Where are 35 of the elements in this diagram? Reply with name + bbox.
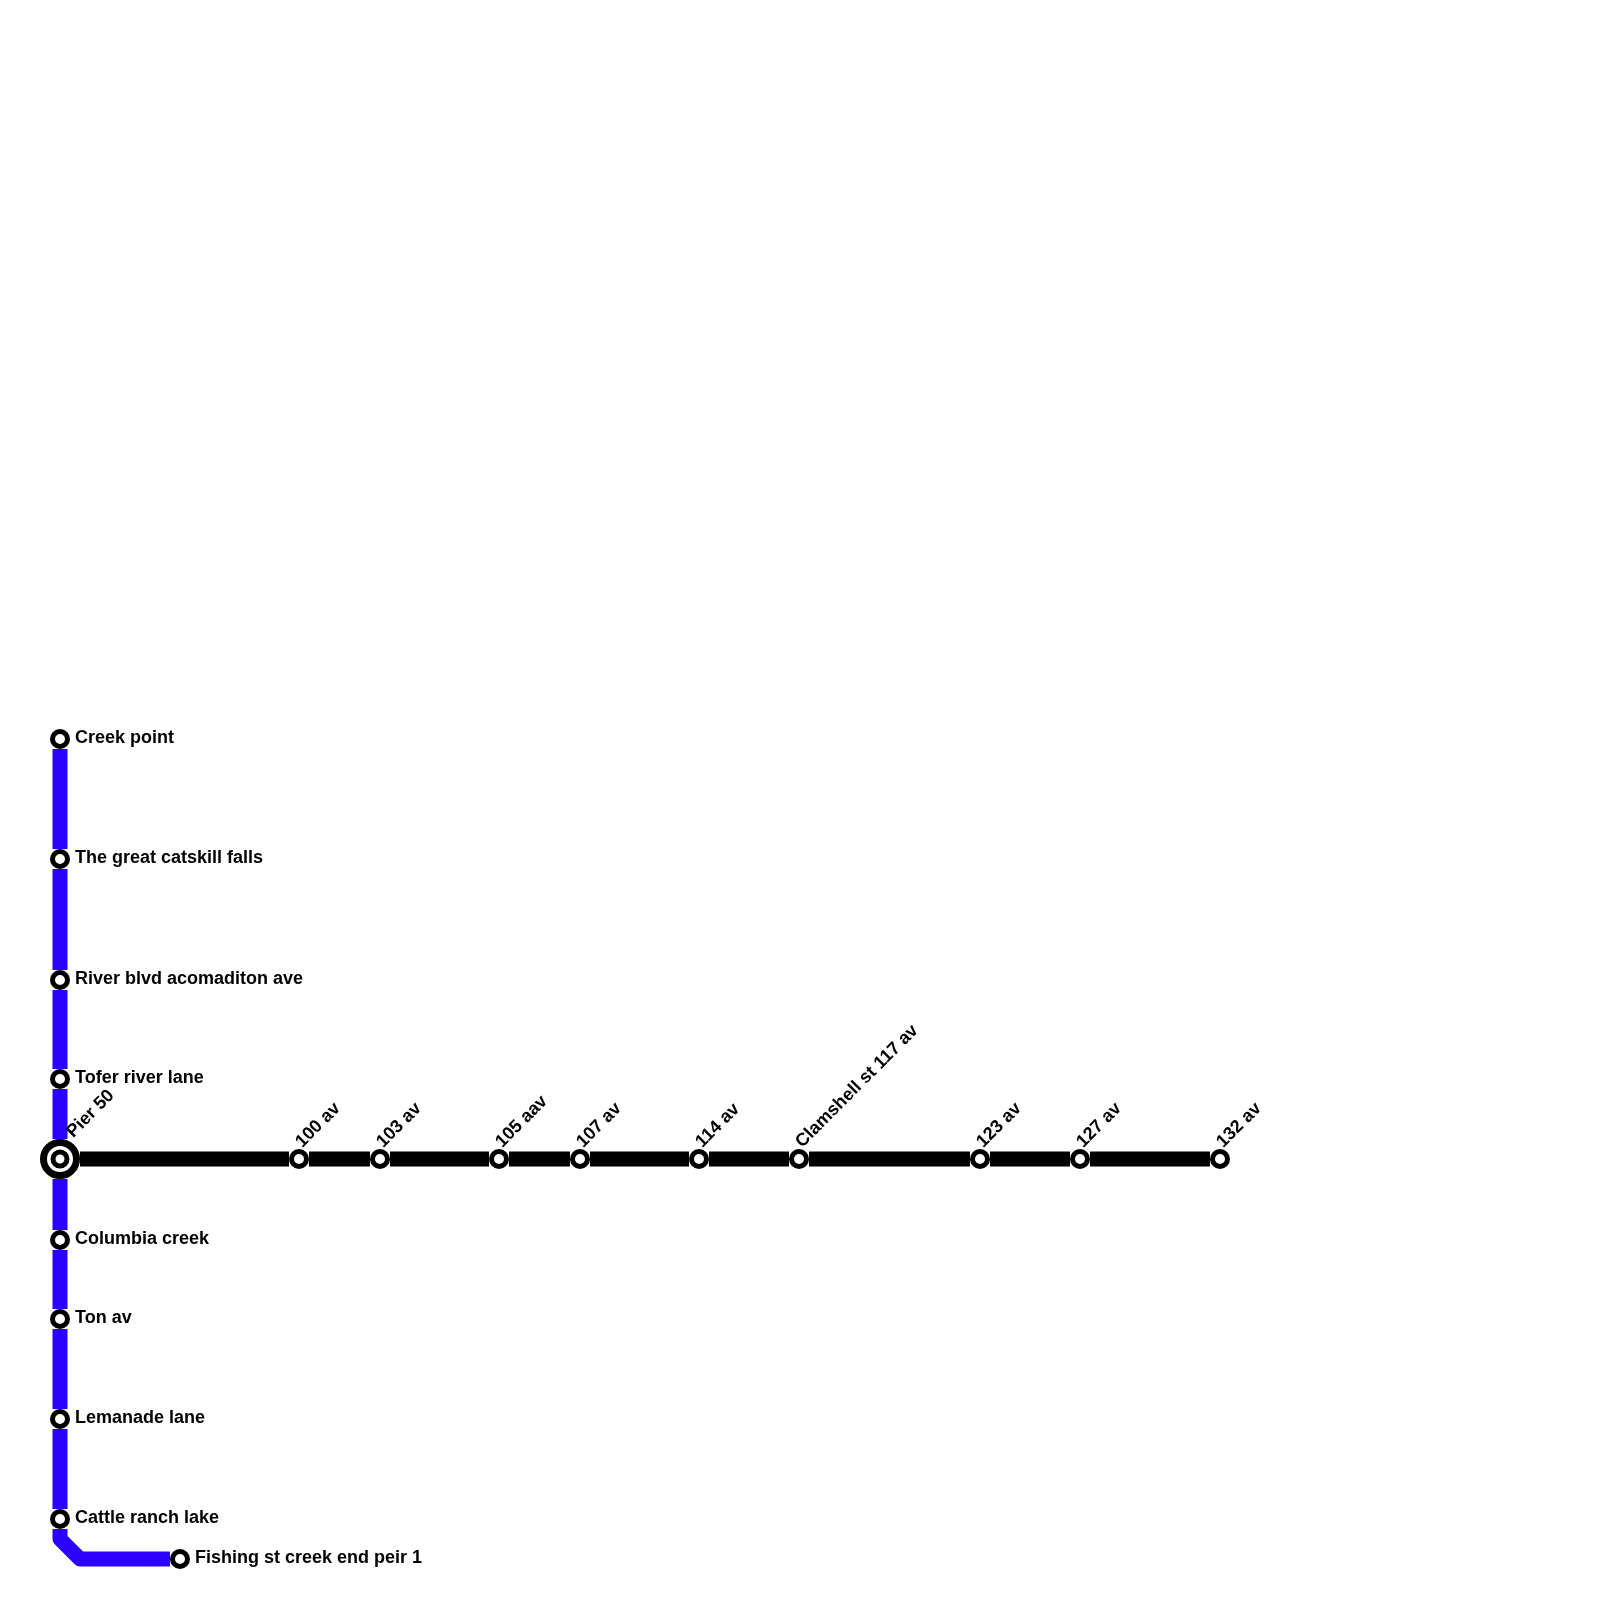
route-line xyxy=(52,1429,68,1509)
route-line xyxy=(52,1089,68,1139)
route-line xyxy=(80,1151,289,1167)
station-name: Tofer river lane xyxy=(75,1067,204,1087)
station-name: The great catskill falls xyxy=(75,847,264,867)
route-line xyxy=(52,749,68,849)
station-name: 103 av xyxy=(371,1097,425,1151)
station-name: 127 av xyxy=(1071,1097,1125,1151)
route-line xyxy=(309,1151,370,1167)
station-name: 132 av xyxy=(1211,1097,1265,1151)
route-line xyxy=(709,1151,789,1167)
route-line xyxy=(52,990,68,1069)
route-line xyxy=(52,1179,68,1230)
station-name: 107 av xyxy=(571,1097,625,1151)
route-line xyxy=(390,1151,489,1167)
station-name: 123 av xyxy=(971,1097,1025,1151)
station-name: Fishing st creek end peir 1 xyxy=(195,1547,423,1567)
route-line xyxy=(809,1151,970,1167)
route-line xyxy=(1090,1151,1210,1167)
station-name: Creek point xyxy=(75,727,175,747)
route-line xyxy=(52,1250,68,1309)
station-name: Columbia creek xyxy=(75,1228,210,1248)
station-name: 114 av xyxy=(690,1098,744,1151)
route-line xyxy=(52,1329,68,1409)
route-line xyxy=(52,1529,170,1567)
route-line xyxy=(590,1151,689,1167)
station-name: River blvd acomaditon ave xyxy=(75,968,304,988)
station-name: Cattle ranch lake xyxy=(75,1507,220,1527)
station-name: 105 aav xyxy=(490,1090,551,1151)
route-line xyxy=(52,869,68,970)
route-line xyxy=(990,1151,1070,1167)
station-name: 100 av xyxy=(290,1097,344,1151)
station-name: Ton av xyxy=(75,1307,132,1327)
route-line xyxy=(509,1151,570,1167)
station-name: Lemanade lane xyxy=(75,1407,206,1427)
